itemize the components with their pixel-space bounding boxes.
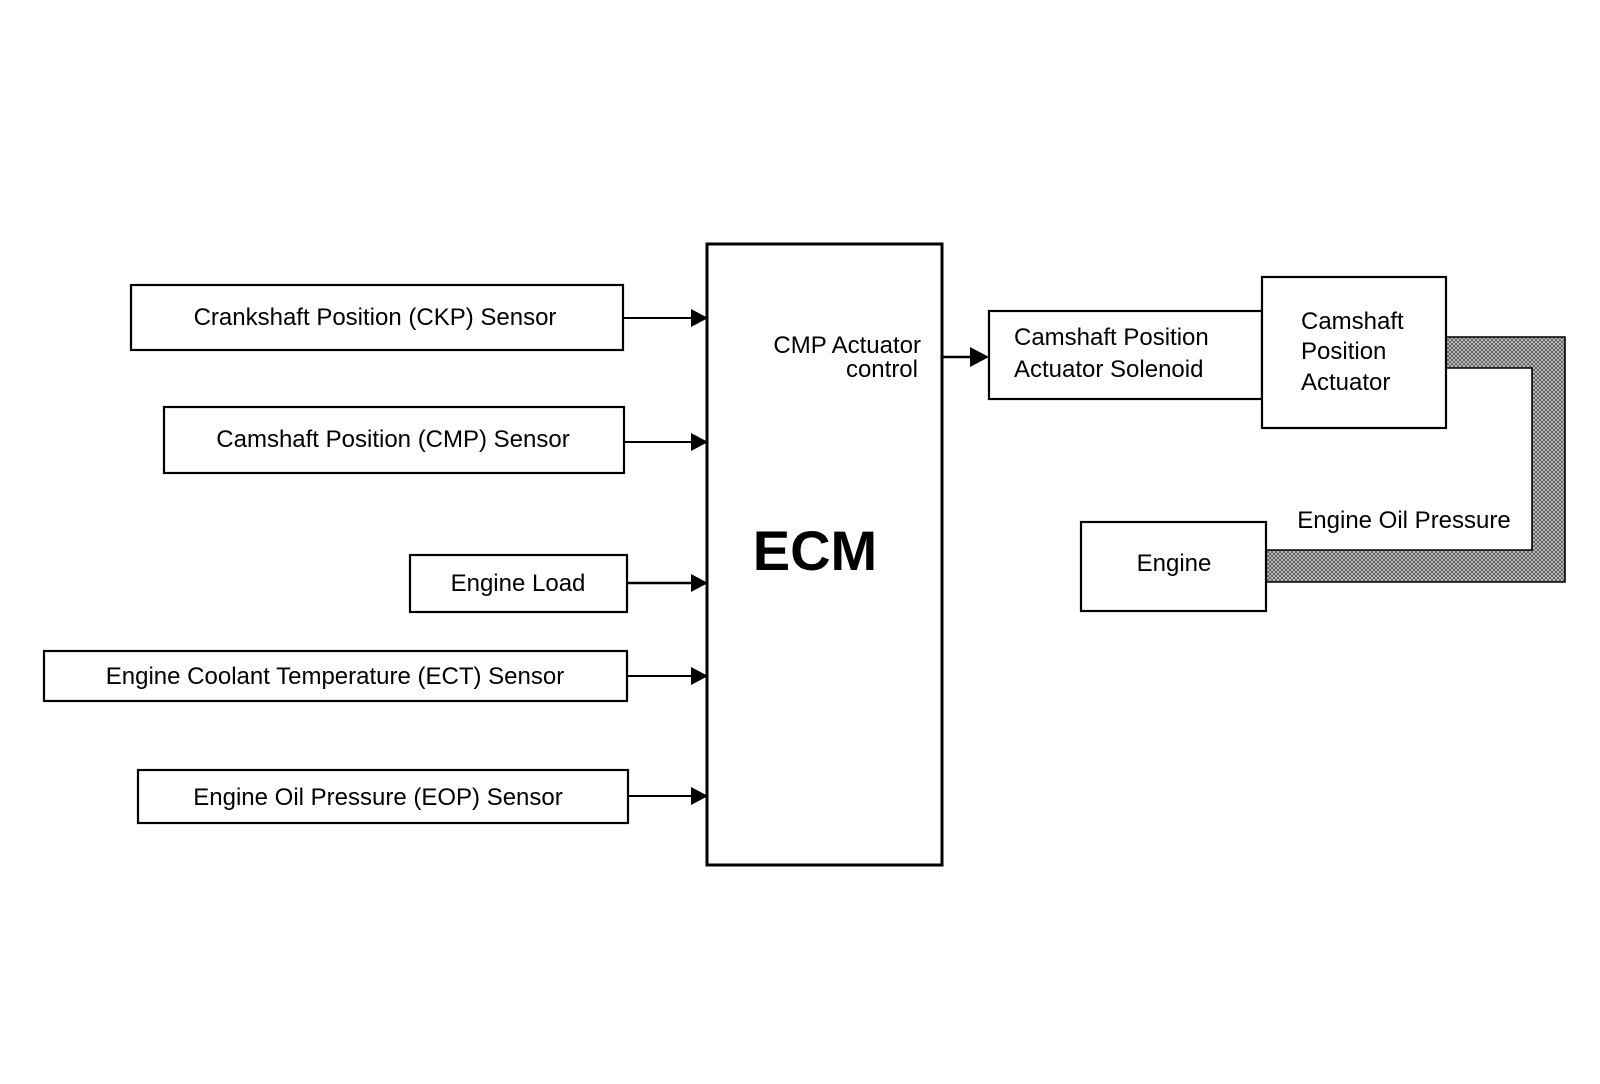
actuator-block: Camshaft Position Actuator xyxy=(1260,275,1448,430)
input-ckp-sensor: Crankshaft Position (CKP) Sensor xyxy=(129,283,625,352)
input-engine-load: Engine Load xyxy=(408,553,629,614)
input-label: Engine Load xyxy=(451,570,586,597)
input-eop-sensor: Engine Oil Pressure (EOP) Sensor xyxy=(136,768,630,825)
input-box xyxy=(162,405,626,475)
ecm-box xyxy=(705,242,944,867)
arrow-eop xyxy=(628,787,708,805)
ecm-output-label-line1: CMP Actuator xyxy=(773,332,921,359)
ecm-block: ECM CMP Actuator control xyxy=(705,242,944,867)
input-arrows xyxy=(623,309,708,805)
arrow-cmp xyxy=(624,433,708,451)
solenoid-block: Camshaft Position Actuator Solenoid xyxy=(987,309,1264,401)
solenoid-label-line2: Actuator Solenoid xyxy=(1014,356,1203,383)
input-cmp-sensor: Camshaft Position (CMP) Sensor xyxy=(162,405,626,475)
arrow-engine-load xyxy=(627,574,708,592)
arrow-ect xyxy=(627,667,708,685)
input-box xyxy=(408,553,629,614)
input-label: Crankshaft Position (CKP) Sensor xyxy=(194,304,557,331)
actuator-label-line2: Position xyxy=(1301,338,1386,365)
engine-block: Engine xyxy=(1079,520,1268,613)
ecm-label: ECM xyxy=(753,519,877,582)
input-sensors: Crankshaft Position (CKP) Sensor Camshaf… xyxy=(42,283,630,825)
arrow-cmp-actuator-control xyxy=(942,347,989,367)
input-box xyxy=(129,283,625,352)
solenoid-box xyxy=(987,309,1264,401)
actuator-label-line3: Actuator xyxy=(1301,369,1390,396)
actuator-label-line1: Camshaft xyxy=(1301,308,1404,335)
engine-box xyxy=(1079,520,1268,613)
actuator-box xyxy=(1260,275,1448,430)
oil-pressure-label: Engine Oil Pressure xyxy=(1297,507,1510,534)
solenoid-label-line1: Camshaft Position xyxy=(1014,324,1209,351)
input-ect-sensor: Engine Coolant Temperature (ECT) Sensor xyxy=(42,649,629,703)
engine-label: Engine xyxy=(1137,550,1212,577)
ecm-output-label-line2: control xyxy=(846,356,918,383)
oil-pressure-path: Engine Oil Pressure xyxy=(1265,336,1566,583)
input-label: Engine Coolant Temperature (ECT) Sensor xyxy=(106,663,564,690)
input-box xyxy=(136,768,630,825)
input-label: Camshaft Position (CMP) Sensor xyxy=(216,426,569,453)
arrow-ckp xyxy=(623,309,708,327)
input-label: Engine Oil Pressure (EOP) Sensor xyxy=(193,784,562,811)
